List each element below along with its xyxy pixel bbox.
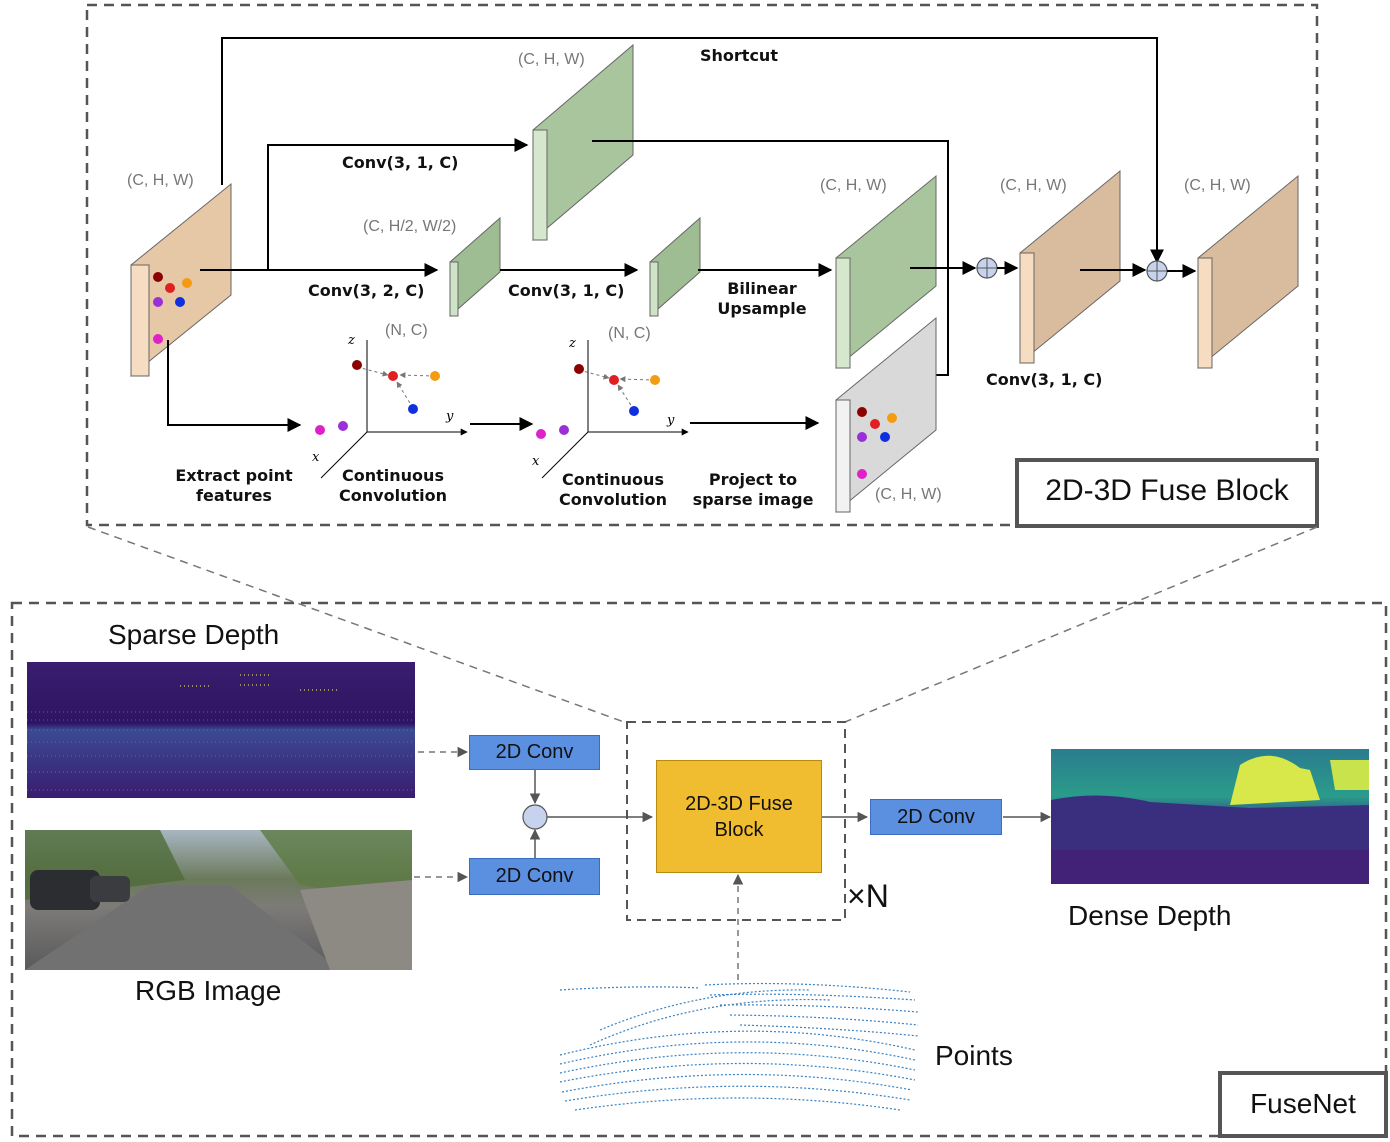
conv-top-label: Conv(3, 1, C) bbox=[342, 153, 459, 172]
continuous-conv-axes-1 bbox=[315, 340, 468, 479]
sum-node-2 bbox=[1146, 260, 1168, 282]
concat-node bbox=[522, 804, 548, 830]
shape-label-nc-2: (N, C) bbox=[608, 325, 651, 342]
point-orange bbox=[182, 278, 192, 288]
point-magenta bbox=[153, 334, 163, 344]
fuse-block-dashed-frame bbox=[85, 3, 1319, 527]
conv-down-label: Conv(3, 2, C) bbox=[308, 281, 425, 300]
continuous-convolution-label-2: Continuous Convolution bbox=[559, 470, 667, 509]
fusenet-title: FuseNet bbox=[1250, 1088, 1356, 1119]
extract-point-features-label: Extract point features bbox=[175, 466, 293, 505]
conv-2d-box-sparse: 2D Conv bbox=[469, 735, 600, 770]
axis-z-label-1: z bbox=[348, 333, 355, 348]
axis-z-label-2: z bbox=[569, 336, 576, 351]
zoom-line-left bbox=[87, 526, 625, 723]
axis-x-label-2: x bbox=[532, 454, 540, 469]
output-feature-map bbox=[1197, 174, 1299, 370]
shortcut-label: Shortcut bbox=[700, 46, 778, 65]
rgb-image-label: RGB Image bbox=[135, 975, 282, 1006]
shape-label-input: (C, H, W) bbox=[127, 172, 194, 189]
point-blue bbox=[175, 297, 185, 307]
top-conv-map bbox=[532, 43, 634, 242]
rgb-image bbox=[25, 830, 412, 970]
sparse-depth-image bbox=[27, 662, 415, 798]
continuous-conv-axes-2 bbox=[536, 340, 689, 479]
dense-depth-label: Dense Depth bbox=[1068, 900, 1232, 931]
shape-label-conv-out: (C, H, W) bbox=[1000, 177, 1067, 194]
conv-half-label: Conv(3, 1, C) bbox=[508, 281, 625, 300]
axis-y-label-1: y bbox=[446, 409, 454, 424]
point-purple bbox=[153, 297, 163, 307]
point-red bbox=[165, 283, 175, 293]
sparse-image-map bbox=[835, 316, 937, 514]
fusenet-title-box bbox=[1218, 1071, 1388, 1138]
conv-2d-box-rgb: 2D Conv bbox=[469, 858, 600, 895]
shape-label-output: (C, H, W) bbox=[1184, 177, 1251, 194]
continuous-convolution-label-1: Continuous Convolution bbox=[339, 466, 447, 505]
shape-label-sparse: (C, H, W) bbox=[875, 486, 942, 503]
fuse-block-box: 2D-3D Fuse Block bbox=[656, 760, 822, 873]
axis-x-label-1: x bbox=[312, 450, 320, 465]
bilinear-upsample-label: Bilinear Upsample bbox=[717, 279, 807, 318]
input-feature-map bbox=[130, 182, 232, 378]
point-cloud-image bbox=[559, 982, 919, 1111]
project-sparse-label: Project to sparse image bbox=[692, 470, 814, 509]
points-label: Points bbox=[935, 1040, 1013, 1071]
extract-points-arrow bbox=[167, 340, 302, 432]
upsampled-map bbox=[835, 174, 937, 370]
top-branch-arrow bbox=[267, 138, 529, 270]
fuse-block-title: 2D-3D Fuse Block bbox=[1045, 474, 1289, 507]
conv-right-label: Conv(3, 1, C) bbox=[986, 370, 1103, 389]
shape-label-top: (C, H, W) bbox=[518, 51, 585, 68]
shape-label-half: (C, H/2, W/2) bbox=[363, 218, 457, 235]
conv-output-map bbox=[1019, 169, 1121, 365]
sparse-depth-label: Sparse Depth bbox=[108, 619, 280, 650]
shape-label-nc-1: (N, C) bbox=[385, 322, 428, 339]
half-res-map-1 bbox=[449, 216, 501, 318]
sum-node-1 bbox=[976, 257, 998, 279]
zoom-line-right bbox=[844, 526, 1318, 723]
fuse-repeat-frame bbox=[626, 721, 846, 921]
dense-depth-image bbox=[1051, 749, 1369, 884]
fuse-block-title-box bbox=[1015, 458, 1319, 528]
repeat-n-label: ×N bbox=[847, 878, 889, 914]
point-darkred bbox=[153, 272, 163, 282]
shortcut-arrow bbox=[221, 37, 1164, 264]
shape-label-upsampled: (C, H, W) bbox=[820, 177, 887, 194]
conv-2d-box-output: 2D Conv bbox=[870, 799, 1002, 835]
half-res-map-2 bbox=[649, 216, 701, 318]
fusenet-dashed-frame bbox=[10, 601, 1388, 1138]
axis-y-label-2: y bbox=[667, 413, 675, 428]
top-conv-to-sum-arrow bbox=[592, 140, 949, 376]
